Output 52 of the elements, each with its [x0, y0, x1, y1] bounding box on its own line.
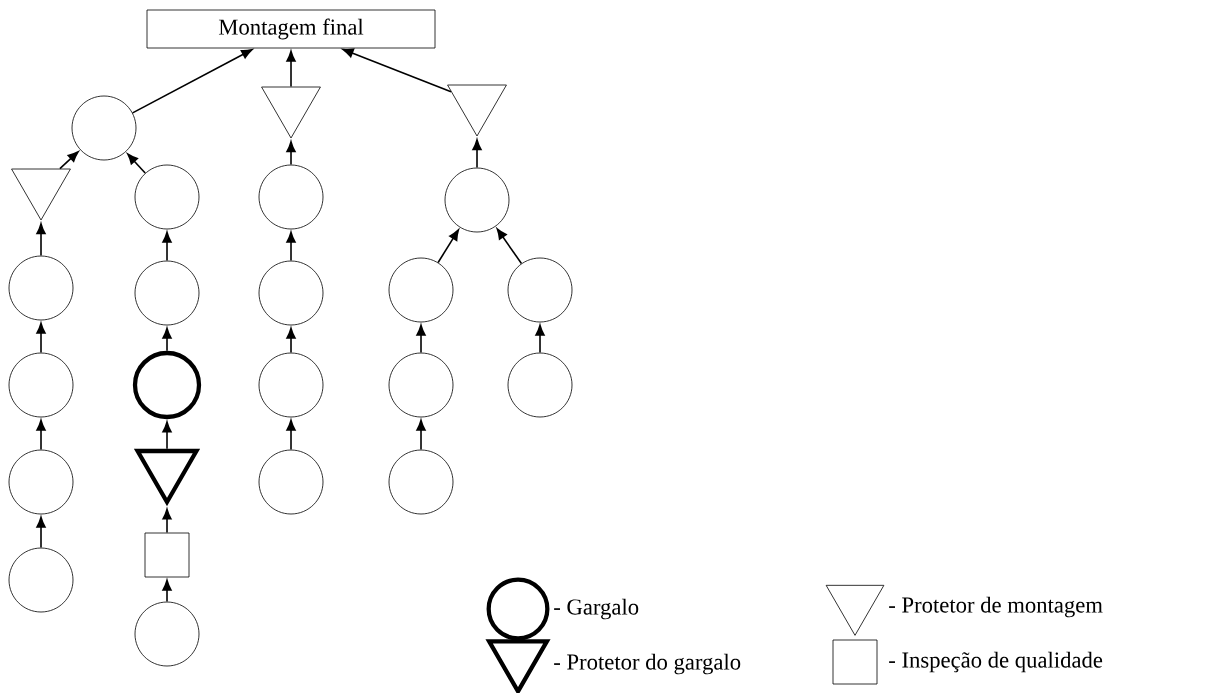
arrow [36, 419, 46, 451]
legend-text: - Gargalo [554, 598, 639, 620]
process-circle [8, 547, 74, 613]
assembly-triangle [261, 86, 321, 139]
arrow [36, 223, 46, 257]
arrow [162, 421, 172, 450]
process-circle [388, 449, 454, 515]
arrow [286, 419, 296, 451]
arrow [416, 419, 426, 451]
arrow [127, 153, 146, 174]
arrow [162, 579, 172, 603]
arrow [496, 228, 523, 265]
process-circle [132, 350, 202, 420]
process-circle [258, 260, 324, 326]
legend-text: - Inspeção de qualidade [889, 651, 1103, 673]
arrow [36, 516, 46, 549]
arrow [472, 139, 482, 169]
legend-text: - Protetor de montagem [889, 596, 1103, 618]
assembly-triangle [11, 168, 71, 221]
process-circle [388, 257, 454, 323]
process-circle [8, 255, 74, 321]
process-circle [444, 167, 510, 233]
arrow [162, 231, 172, 262]
legend-text: - Protetor do gargalo [554, 653, 741, 675]
arrow [437, 229, 460, 264]
arrow [36, 322, 46, 354]
process-circle [8, 449, 74, 515]
arrow [342, 48, 452, 93]
process-circle [507, 257, 573, 323]
assembly-box: Montagem final [146, 9, 436, 49]
arrow [286, 141, 296, 166]
process-circle [258, 449, 324, 515]
arrow [286, 327, 296, 354]
process-circle [134, 260, 200, 326]
process-circle [388, 352, 454, 418]
process-circle [134, 601, 200, 667]
arrow [416, 324, 426, 354]
inspection-square [144, 532, 190, 578]
process-circle [507, 352, 573, 418]
arrow [535, 324, 545, 354]
process-circle [134, 164, 200, 230]
process-circle [258, 352, 324, 418]
arrow [286, 231, 296, 262]
assembly-triangle [447, 84, 507, 137]
arrow [131, 49, 253, 114]
arrow [286, 50, 296, 88]
arrow [162, 508, 172, 534]
arrow [162, 327, 172, 352]
arrow [59, 151, 79, 170]
process-circle [258, 164, 324, 230]
process-circle [71, 95, 137, 161]
process-circle [8, 352, 74, 418]
